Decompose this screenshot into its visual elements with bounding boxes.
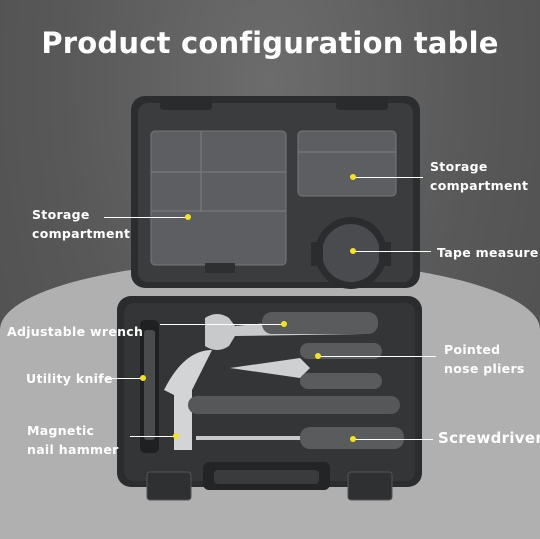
wrench-label: Adjustable wrench [7,324,144,339]
wrench-dot [281,321,287,327]
hammer-label: Magnetic nail hammer [27,423,119,457]
hammer-leader [130,436,176,437]
pliers-dot [315,353,321,359]
knife-dot [140,375,146,381]
storage-compartment-left [150,130,287,273]
screwdriver-dot [350,436,356,442]
tape-measure-leader [353,251,431,252]
knife-leader [106,378,143,379]
pliers-leader [318,356,436,357]
screwdriver-label: Screwdriver [438,429,540,447]
magnetic-nail-hammer [164,350,400,450]
storage-right-dot [350,174,356,180]
utility-knife [140,320,159,453]
tape-measure-dot [350,248,356,254]
screwdriver-leader [353,439,433,440]
storage-compartment-right [297,130,397,197]
storage-right-label: Storage compartment [430,159,529,193]
storage-right-leader [353,177,423,178]
storage-left-label: Storage compartment [32,207,131,241]
knife-label: Utility knife [26,371,113,386]
wrench-leader [160,324,284,325]
storage-left-leader [104,217,188,218]
page-title: Product configuration table [41,26,499,60]
pliers-label: Pointed nose pliers [444,342,525,376]
tape-measure-label: Tape measure [437,245,539,260]
pointed-nose-pliers [230,343,382,389]
hammer-dot [173,433,179,439]
adjustable-wrench [205,312,378,350]
storage-left-dot [185,214,191,220]
